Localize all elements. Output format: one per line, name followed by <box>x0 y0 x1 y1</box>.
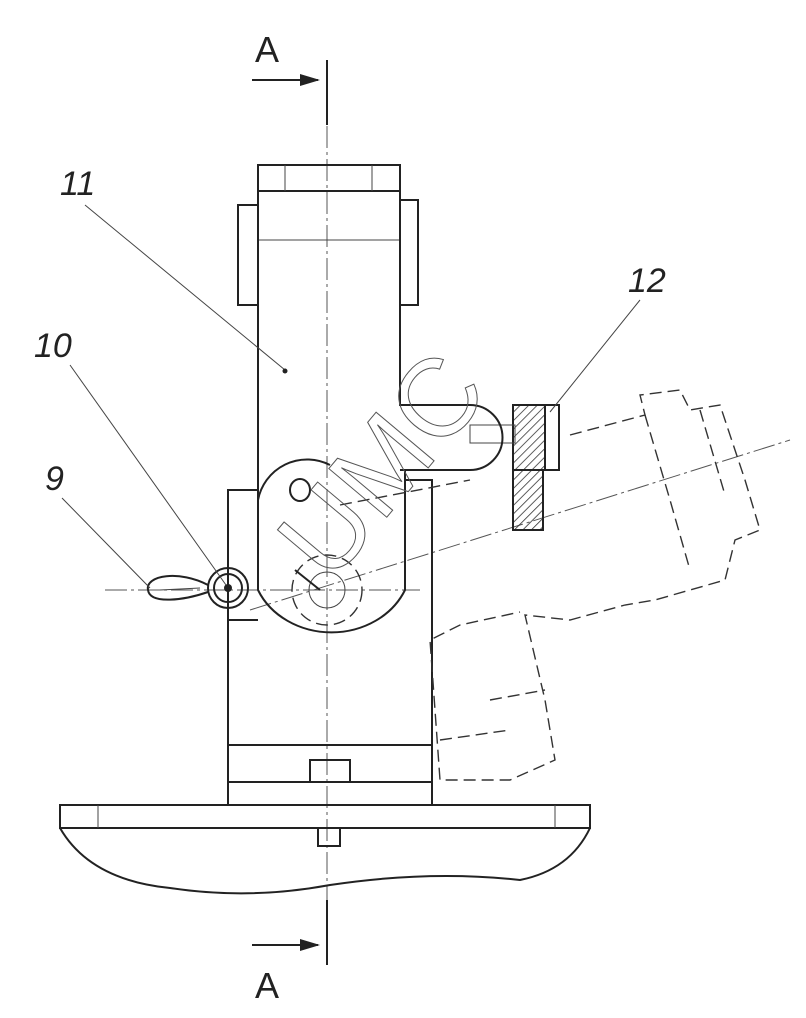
bolt-part-12 <box>469 404 560 531</box>
section-mark-bottom: A <box>252 900 328 1006</box>
svg-text:9: 9 <box>45 460 64 498</box>
svg-text:11: 11 <box>60 165 95 203</box>
callout-9: 9 <box>45 460 151 589</box>
base-plate <box>59 804 591 895</box>
watermark: UMC <box>254 329 509 600</box>
callout-11: 11 <box>60 165 288 374</box>
section-label-top: A <box>255 29 279 70</box>
svg-text:10: 10 <box>34 327 72 365</box>
callout-12: 12 <box>549 262 666 413</box>
section-label-bottom: A <box>255 965 279 1006</box>
cotter-pin-part-9 <box>146 574 209 601</box>
phantom-position <box>339 389 761 781</box>
column-part-11 <box>237 164 470 634</box>
section-mark-top: A <box>252 29 328 125</box>
callout-10: 10 <box>34 327 227 586</box>
lower-housing <box>227 479 433 805</box>
svg-text:12: 12 <box>628 262 666 300</box>
